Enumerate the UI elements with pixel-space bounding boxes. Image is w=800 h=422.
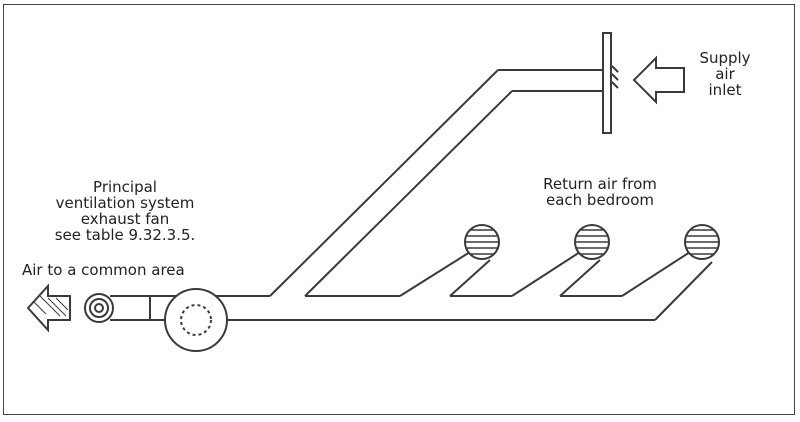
return-ducts [228, 251, 713, 321]
outlet-arrow-icon [26, 283, 71, 333]
supply-wall-plate [602, 32, 619, 134]
outlet-grille [84, 293, 114, 323]
supply-air-inlet-label: Supply air inlet [699, 49, 751, 99]
supply-duct [269, 69, 605, 297]
exhaust-fan-label: Principal ventilation system exhaust fan… [54, 178, 196, 244]
exhaust-fan [110, 288, 270, 352]
common-area-label: Air to a common area [22, 261, 185, 279]
return-air-label: Return air from each bedroom [543, 175, 657, 209]
diagram-frame [3, 4, 795, 415]
supply-arrow-icon [632, 55, 685, 105]
bedroom-grilles [464, 224, 720, 260]
